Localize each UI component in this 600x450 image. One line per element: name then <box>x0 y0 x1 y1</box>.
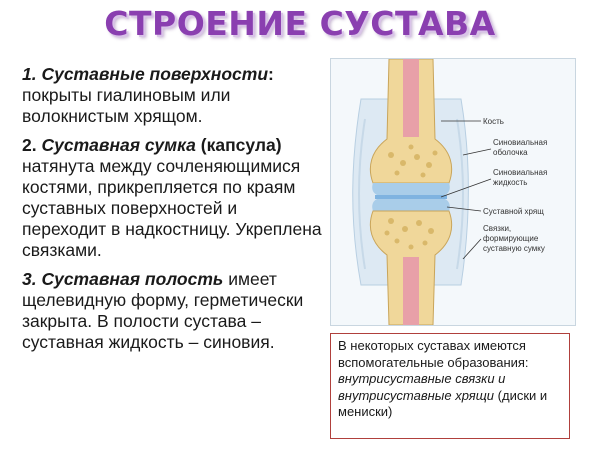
label-synovial-fluid-2: жидкость <box>493 178 527 187</box>
text-capsule: натянута между сочленяющимися костями, п… <box>22 156 322 260</box>
lower-cartilage <box>372 199 450 211</box>
page-title: СТРОЕНИЕ СУСТАВА <box>104 4 496 43</box>
label-ligaments-1: Связки, <box>483 224 511 233</box>
label-synovial-membrane-2: оболочка <box>493 148 528 157</box>
paragraph-articular-surfaces: 1. Суставные поверхности: покрыты гиалин… <box>22 64 322 127</box>
paragraph-cavity: 3. Суставная полость имеет щелевидную фо… <box>22 269 322 353</box>
joint-illustration: Кость Синовиальная оболочка Синовиальная… <box>352 58 547 326</box>
label-bone: Кость <box>483 117 504 126</box>
label-ligaments-2: формирующие <box>483 234 539 243</box>
label-synovial-membrane-1: Синовиальная <box>493 138 547 147</box>
note-italic: внутрисуставные связки и внутрисуставные… <box>338 371 506 403</box>
term-colon: : <box>268 64 274 84</box>
label-ligaments-3: суставную сумку <box>483 244 545 253</box>
joint-cavity <box>375 195 447 199</box>
lower-marrow <box>403 257 419 325</box>
joint-diagram: Кость Синовиальная оболочка Синовиальная… <box>330 58 576 326</box>
term-articular-surfaces: 1. Суставные поверхности <box>22 64 269 84</box>
label-cartilage: Суставной хрящ <box>483 207 544 216</box>
text-articular-surfaces: покрыты гиалиновым или волокнистым хрящо… <box>22 85 231 126</box>
note-text-2: (диски и мениски) <box>338 387 548 420</box>
text-cavity: имеет щелевидную форму, герметически зак… <box>22 269 304 352</box>
upper-cartilage <box>372 183 450 195</box>
label-synovial-fluid-1: Синовиальная <box>493 168 547 177</box>
term-capsule-paren: (капсула) <box>200 135 282 155</box>
term-capsule: Суставная сумка <box>41 135 196 155</box>
upper-marrow <box>403 59 419 137</box>
note-box: В некоторых суставах имеются вспомогател… <box>330 333 570 439</box>
text-column: 1. Суставные поверхности: покрыты гиалин… <box>22 64 322 361</box>
term-cavity: 3. Суставная полость <box>22 269 224 289</box>
note-text-1: В некоторых суставах имеются вспомогател… <box>338 338 529 370</box>
paragraph-capsule: 2. Суставная сумка (капсула) натянута ме… <box>22 135 322 261</box>
number-capsule: 2. <box>22 135 37 155</box>
